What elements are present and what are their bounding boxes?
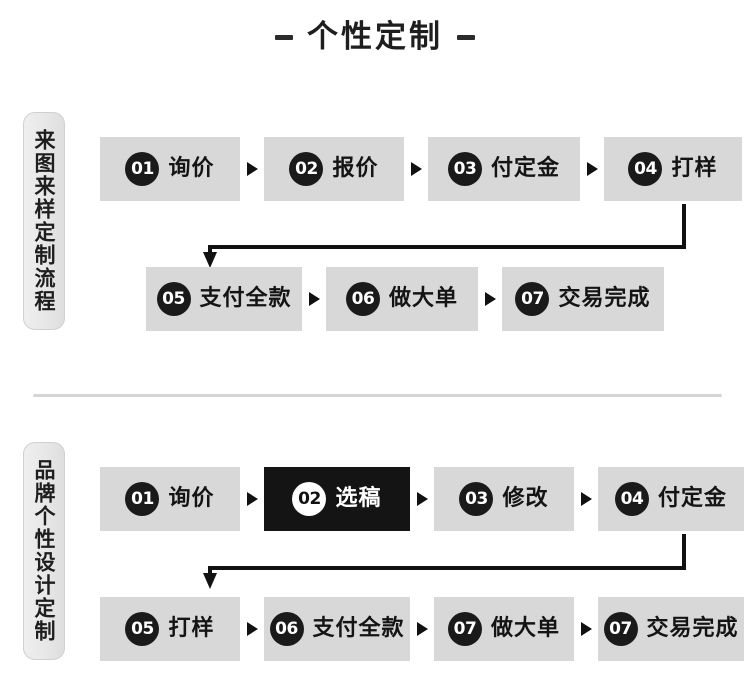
step-box[interactable]: 07 交易完成 — [502, 267, 664, 331]
step-badge: 07 — [515, 282, 550, 316]
step-badge: 02 — [292, 482, 327, 516]
step-label: 报价 — [332, 156, 379, 181]
flow-row-2: 05 打样 06 支付全款 07 做大单 07 交易完成 — [100, 597, 744, 661]
step-label: 打样 — [671, 156, 718, 181]
arrow-right-icon — [240, 622, 264, 636]
step-label: 修改 — [502, 486, 549, 511]
step-box[interactable]: 03 修改 — [434, 467, 574, 531]
step-box[interactable]: 04 打样 — [604, 137, 742, 201]
step-box[interactable]: 05 打样 — [100, 597, 240, 661]
step-box[interactable]: 06 做大单 — [326, 267, 478, 331]
step-label: 交易完成 — [558, 286, 651, 311]
step-badge: 06 — [345, 282, 380, 316]
arrow-right-icon — [404, 162, 428, 176]
step-label: 选稿 — [335, 486, 382, 511]
step-label: 做大单 — [490, 616, 560, 641]
step-label: 交易完成 — [646, 616, 739, 641]
step-box[interactable]: 01 询价 — [100, 137, 240, 201]
step-box[interactable]: 06 支付全款 — [264, 597, 410, 661]
page-title: 个性定制 — [0, 22, 750, 53]
step-badge: 02 — [289, 152, 324, 186]
step-badge: 05 — [156, 282, 191, 316]
step-box[interactable]: 02 报价 — [264, 137, 404, 201]
step-badge: 05 — [125, 612, 160, 646]
step-badge: 04 — [614, 482, 649, 516]
section-side-label-brand-design: 品牌个性设计定制 — [23, 442, 65, 660]
page-title-text: 个性定制 — [307, 19, 443, 55]
arrow-right-icon — [478, 292, 502, 306]
arrow-right-icon — [574, 622, 598, 636]
flow-row-1: 01 询价 02 选稿 03 修改 04 付定金 — [100, 467, 744, 531]
arrow-right-icon — [302, 292, 326, 306]
title-dash-right-icon — [457, 35, 475, 40]
step-label: 支付全款 — [312, 616, 405, 641]
step-label: 付定金 — [490, 156, 560, 181]
arrow-right-icon — [410, 492, 434, 506]
flow-row-1: 01 询价 02 报价 03 付定金 04 打样 — [100, 137, 742, 201]
arrow-right-icon — [574, 492, 598, 506]
arrow-right-icon — [240, 492, 264, 506]
step-label: 付定金 — [657, 486, 727, 511]
step-badge: 06 — [269, 612, 304, 646]
flow-section-custom-sample: 来图来样定制流程 01 询价 02 报价 03 付定金 04 — [0, 112, 750, 342]
step-badge: 07 — [447, 612, 482, 646]
step-badge: 01 — [125, 482, 160, 516]
step-badge: 07 — [603, 612, 638, 646]
step-box[interactable]: 01 询价 — [100, 467, 240, 531]
step-label: 支付全款 — [199, 286, 292, 311]
section-side-label-custom-sample: 来图来样定制流程 — [23, 112, 65, 330]
step-badge: 03 — [459, 482, 494, 516]
side-label-text: 来图来样定制流程 — [32, 129, 57, 313]
flow-section-brand-design: 品牌个性设计定制 01 询价 02 选稿 03 修改 04 — [0, 442, 750, 672]
arrow-right-icon — [240, 162, 264, 176]
section-divider — [33, 394, 722, 397]
step-box-highlighted[interactable]: 02 选稿 — [264, 467, 410, 531]
step-label: 询价 — [168, 486, 215, 511]
title-dash-left-icon — [275, 35, 293, 40]
arrow-right-icon — [580, 162, 604, 176]
step-label: 打样 — [168, 616, 215, 641]
step-box[interactable]: 04 付定金 — [598, 467, 744, 531]
side-label-text: 品牌个性设计定制 — [32, 459, 57, 643]
step-label: 做大单 — [388, 286, 458, 311]
step-box[interactable]: 05 支付全款 — [146, 267, 302, 331]
step-box[interactable]: 03 付定金 — [428, 137, 580, 201]
step-box[interactable]: 07 做大单 — [434, 597, 574, 661]
step-box[interactable]: 07 交易完成 — [598, 597, 744, 661]
step-badge: 01 — [125, 152, 160, 186]
step-badge: 04 — [628, 152, 663, 186]
arrow-right-icon — [410, 622, 434, 636]
step-badge: 03 — [447, 152, 482, 186]
flow-row-2: 05 支付全款 06 做大单 07 交易完成 — [146, 267, 664, 331]
step-label: 询价 — [168, 156, 215, 181]
